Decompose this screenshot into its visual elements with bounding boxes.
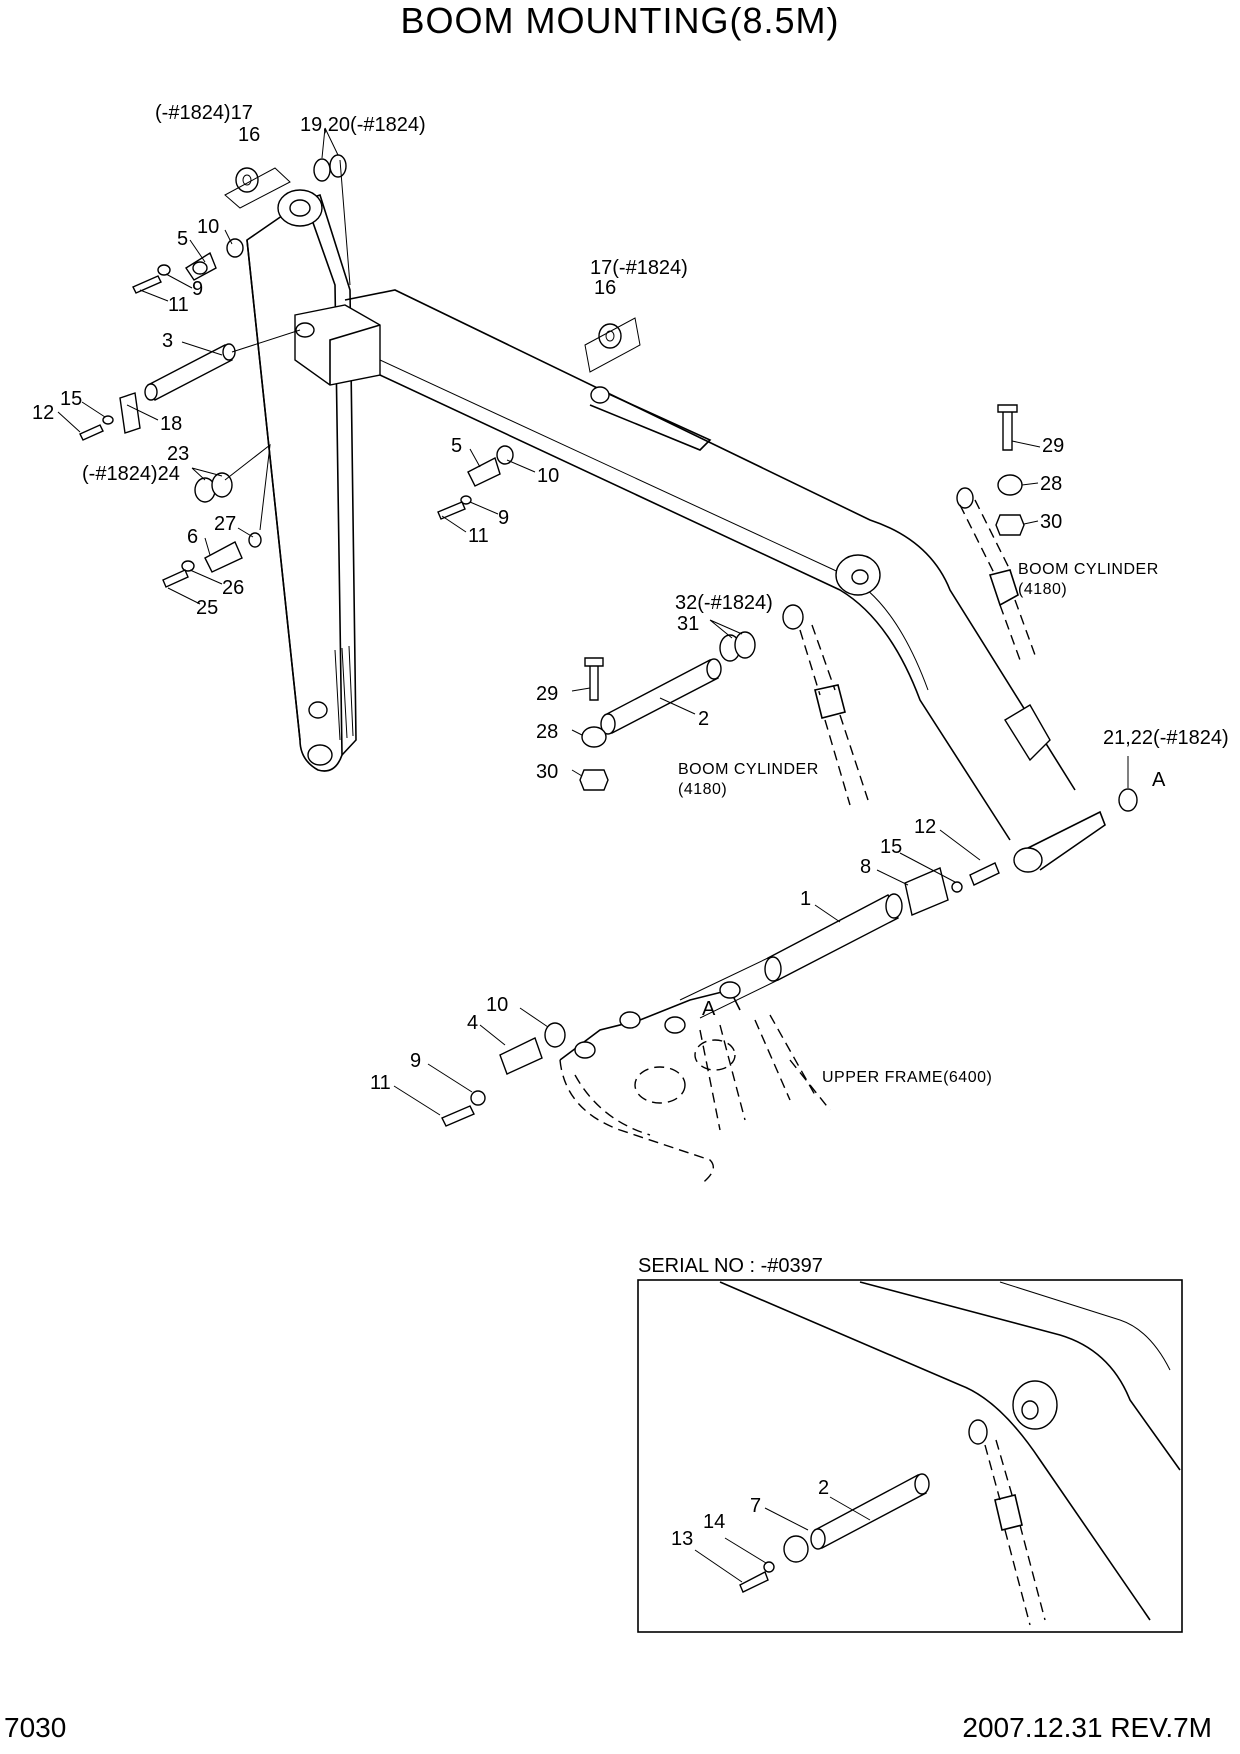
boom-body — [246, 189, 1106, 873]
foot-pin — [679, 893, 903, 1019]
note-boom-cylinder-center: BOOM CYLINDER — [678, 761, 819, 778]
callout-30a: 30 — [1040, 511, 1062, 533]
callout-19-20: 19,20(-#1824) — [300, 114, 426, 136]
inset-serial-label: SERIAL NO : -#0397 — [638, 1255, 823, 1277]
callout-11c: 11 — [370, 1072, 391, 1094]
callout-29a: 29 — [1042, 435, 1064, 457]
page-number: 7030 — [4, 1712, 67, 1743]
hardware — [79, 154, 1138, 1127]
callout-29b: 29 — [536, 683, 558, 705]
callout-A-left: A — [702, 998, 716, 1020]
callout-28a: 28 — [1040, 473, 1062, 495]
page-title: BOOM MOUNTING(8.5M) — [400, 0, 840, 41]
callout-14: 14 — [703, 1511, 725, 1533]
callout-4: 4 — [467, 1012, 478, 1034]
callout-15b: 15 — [880, 836, 902, 858]
callout-9c: 9 — [410, 1050, 421, 1072]
callout-5a: 5 — [177, 228, 188, 250]
callout-11a: 11 — [168, 294, 189, 316]
callout-10b: 10 — [537, 465, 559, 487]
callout-24: (-#1824)24 — [82, 463, 180, 485]
callout-A-right: A — [1152, 769, 1166, 791]
callout-17a: (-#1824)17 — [155, 102, 253, 124]
callout-8: 8 — [860, 856, 871, 878]
callout-28b: 28 — [536, 721, 558, 743]
callout-32: 32(-#1824) — [675, 592, 773, 614]
callout-1: 1 — [800, 888, 811, 910]
callout-15a: 15 — [60, 388, 82, 410]
callout-2b: 2 — [818, 1477, 829, 1499]
callout-31: 31 — [677, 613, 699, 635]
boom-cylinder-center — [782, 604, 869, 806]
callout-labels: (-#1824)17 16 19,20(-#1824) 10 5 9 11 3 … — [32, 102, 1229, 1094]
callout-5b: 5 — [451, 435, 462, 457]
pin-3 — [144, 329, 301, 401]
callout-2a: 2 — [698, 708, 709, 730]
callout-12a: 12 — [32, 402, 54, 424]
note-boom-cylinder-right-code: (4180) — [1018, 581, 1067, 598]
callout-10c: 10 — [486, 994, 508, 1016]
callout-9b: 9 — [498, 507, 509, 529]
callout-23: 23 — [167, 443, 189, 465]
revision-label: 2007.12.31 REV.7M — [962, 1712, 1212, 1743]
callout-17b: 17(-#1824) — [590, 257, 688, 279]
callout-3: 3 — [162, 330, 173, 352]
callout-7: 7 — [750, 1495, 761, 1517]
callout-10a: 10 — [197, 216, 219, 238]
callout-26: 26 — [222, 577, 244, 599]
leader-lines — [57, 127, 1129, 1116]
callout-12b: 12 — [914, 816, 936, 838]
callout-21-22: 21,22(-#1824) — [1103, 727, 1229, 749]
callout-30b: 30 — [536, 761, 558, 783]
callout-18: 18 — [160, 413, 182, 435]
note-boom-cylinder-right: BOOM CYLINDER — [1018, 561, 1159, 578]
callout-25: 25 — [196, 597, 218, 619]
boom-cylinder-right — [956, 487, 1036, 661]
callout-27: 27 — [214, 513, 236, 535]
note-boom-cylinder-center-code: (4180) — [678, 781, 727, 798]
inset-serial: SERIAL NO : -#0397 2 7 14 13 — [637, 1255, 1183, 1633]
callout-9a: 9 — [192, 278, 203, 300]
callout-16b: 16 — [594, 277, 616, 299]
boom-cylinder-pin — [600, 658, 722, 735]
callout-11b: 11 — [468, 525, 489, 547]
note-upper-frame: UPPER FRAME(6400) — [822, 1069, 992, 1086]
upper-frame — [559, 981, 831, 1186]
callout-6: 6 — [187, 526, 198, 548]
notes: BOOM CYLINDER (4180) BOOM CYLINDER (4180… — [678, 561, 1159, 1086]
inset-frame — [637, 1279, 1183, 1633]
callout-16a: 16 — [238, 124, 260, 146]
callout-13: 13 — [671, 1528, 693, 1550]
